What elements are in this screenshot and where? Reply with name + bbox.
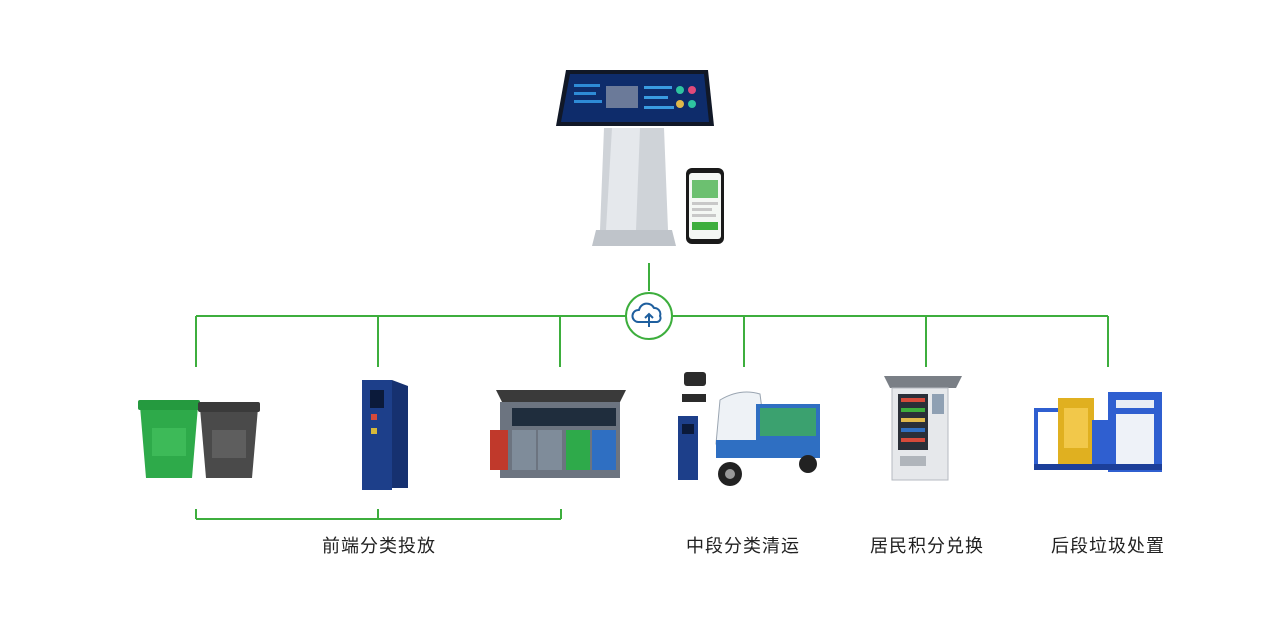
points-exchange-machine-image bbox=[884, 376, 962, 481]
recycling-bins-image bbox=[138, 400, 260, 478]
cloud-upload-icon bbox=[625, 292, 673, 340]
waste-processing-machine-image bbox=[1034, 392, 1162, 472]
stage-label-back: 后段垃圾处置 bbox=[1051, 536, 1165, 557]
connector-lines bbox=[195, 263, 1109, 520]
collection-tricycle-image bbox=[678, 372, 820, 486]
stage-label-mid: 中段分类清运 bbox=[686, 536, 800, 557]
stage-label-front: 前端分类投放 bbox=[322, 536, 436, 557]
mobile-app-image bbox=[686, 168, 724, 244]
sorting-station-image bbox=[490, 390, 626, 478]
smart-kiosk-image bbox=[556, 70, 714, 246]
smart-recycling-column-image bbox=[362, 380, 408, 490]
stage-label-points: 居民积分兑换 bbox=[870, 536, 984, 557]
